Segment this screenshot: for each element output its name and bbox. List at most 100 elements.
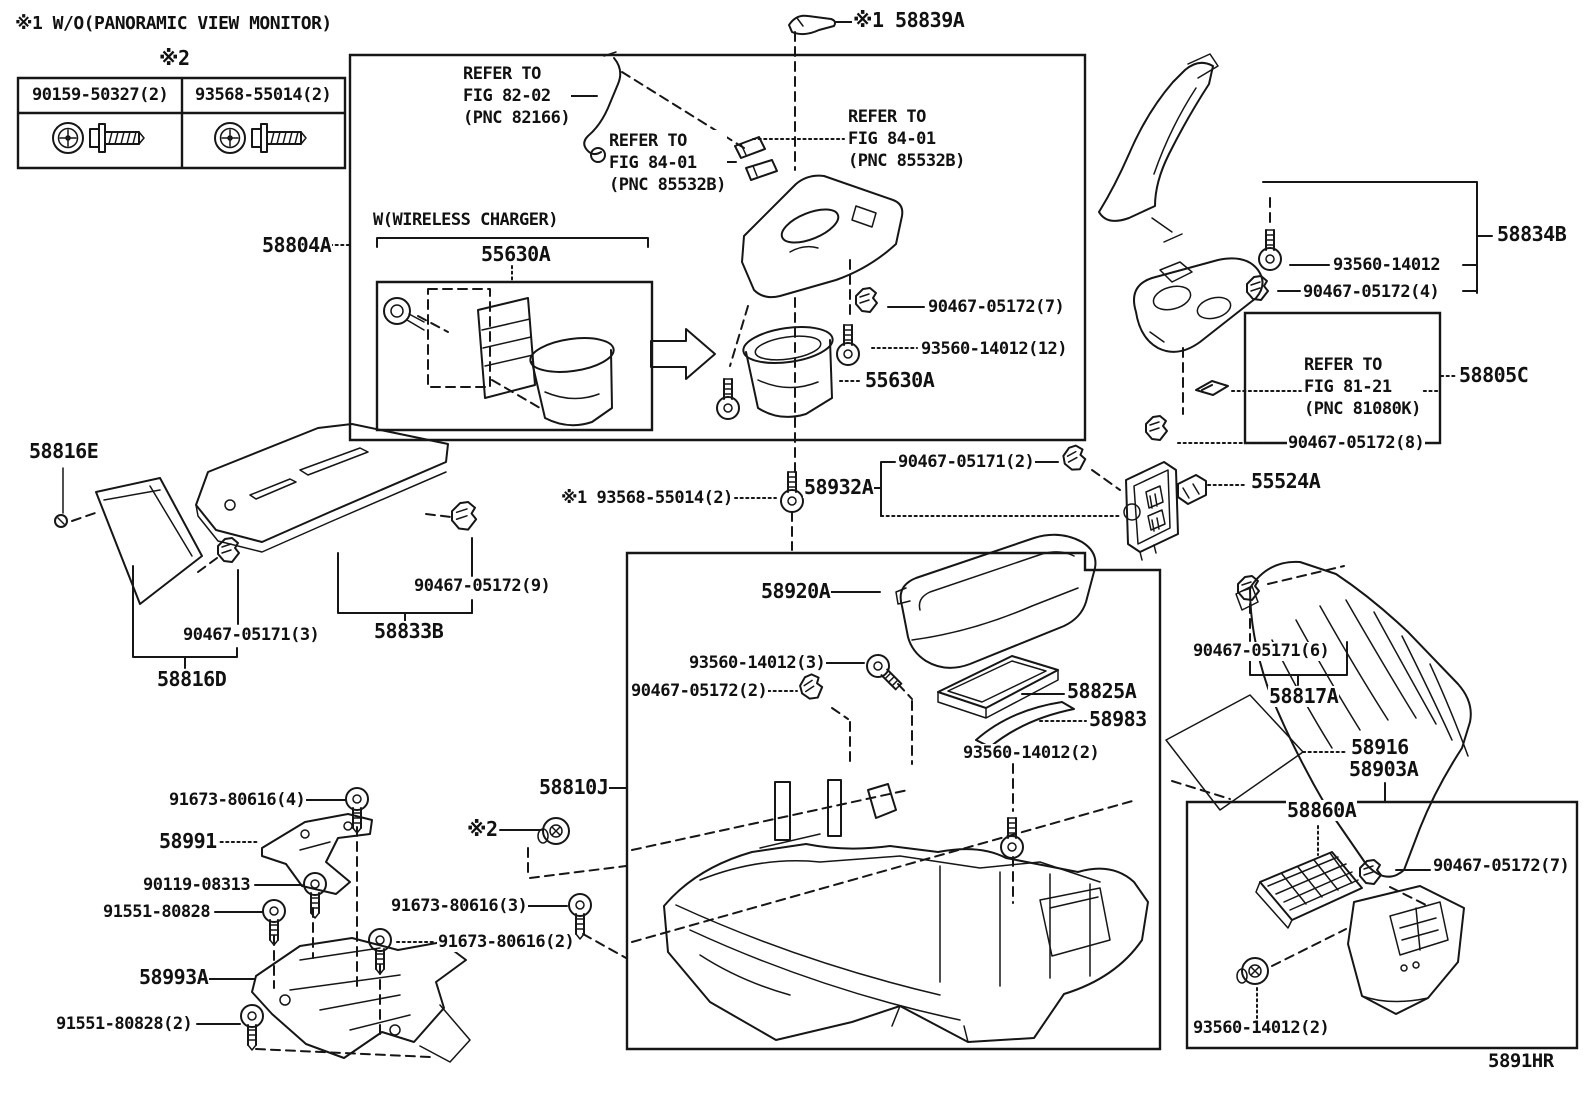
console-58810J-box: [627, 553, 1160, 1049]
cupholder-58805C: [1134, 258, 1263, 351]
screw-head-icon: [52, 122, 84, 154]
part-label-90467-05172-7b: 90467-05172(7): [1432, 856, 1571, 876]
part-label-90467-05171-6: 90467-05171(6): [1192, 641, 1331, 661]
table-cell-93568-55014: 93568-55014(2): [194, 85, 333, 105]
part-label-55524A: 55524A: [1250, 469, 1322, 493]
part-label-58839A: ※1 58839A: [852, 8, 966, 32]
part-label-58903A: 58903A: [1348, 757, 1420, 781]
clip-58839A: [789, 16, 835, 34]
screw-93560-14012-3: [861, 649, 908, 696]
screw-93560-14012-12: [836, 324, 860, 366]
screw-head-icon: [214, 122, 246, 154]
part-label-93568-55014-2: ※1 93568-55014(2): [560, 488, 734, 508]
part-label-58916: 58916: [1350, 735, 1410, 759]
screw-93560-14012-2b: [1236, 957, 1269, 985]
table-cell-90159-50327: 90159-50327(2): [31, 85, 170, 105]
screw-93560-14012-2a: [1000, 817, 1024, 859]
part-label-93560-14012-12: 93560-14012(12): [920, 339, 1069, 359]
clip-90467-05172-7: [855, 287, 878, 313]
part-label-90467-05172-9: 90467-05172(9): [413, 576, 552, 596]
screw-91551-80828-2: [240, 1004, 264, 1051]
sheet-58916: [1166, 695, 1303, 810]
cupholder-55630A: [741, 322, 835, 417]
clip-fig-81-21: [1196, 381, 1228, 395]
part-label-58810J: 58810J: [538, 775, 610, 799]
part-label-93560-14012-2b: 93560-14012(2): [1192, 1018, 1331, 1038]
part-label-55630A-top: 55630A: [480, 242, 552, 266]
part-label-90467-05172-7: 90467-05172(7): [927, 297, 1066, 317]
part-label-58817A: 58817A: [1268, 684, 1340, 708]
part-label-93560-14012-3: 93560-14012(3): [688, 653, 827, 673]
part-label-58805C: 58805C: [1458, 363, 1530, 387]
rear-trim-58834B: [1099, 54, 1218, 242]
part-label-58920A: 58920A: [760, 579, 832, 603]
part-label-90467-05172-2: 90467-05172(2): [630, 681, 769, 701]
wireless-charger-bracket: [377, 238, 648, 247]
wireless-charger-parts: [384, 298, 616, 425]
part-label-58860A: 58860A: [1286, 798, 1358, 822]
part-label-93560-14012-2a: 93560-14012(2): [962, 743, 1101, 763]
part-label-90467-05171-3: 90467-05171(3): [182, 625, 321, 645]
rear-panel-58903A-box: [1187, 802, 1577, 1048]
part-label-58825A: 58825A: [1066, 679, 1138, 703]
part-label-93560-14012: 93560-14012: [1332, 255, 1442, 275]
upper-console-box: [350, 55, 1085, 440]
clip-90467-05172-2: [797, 671, 826, 703]
clip-90467-05171-2: [1061, 443, 1088, 473]
pin-58816E: [55, 515, 67, 527]
cable-82166: [584, 52, 620, 162]
refer-note-fig-81-21: REFER TO FIG 81-21 (PNC 81080K): [1303, 354, 1422, 420]
part-label-90119-08313: 90119-08313: [142, 875, 252, 895]
trim-panel-58817A: [1236, 562, 1471, 877]
screw-small: [716, 378, 740, 420]
refer-note-fig-84-01-left: REFER TO FIG 84-01 (PNC 85532B): [608, 130, 727, 196]
part-label-58993A: 58993A: [138, 965, 210, 989]
screw-93560-14012: [1258, 229, 1282, 271]
part-label-58816D: 58816D: [156, 667, 228, 691]
usb-parts: [735, 137, 777, 180]
upper-cover-58804A: [196, 424, 448, 552]
clip-90467-05172-9: [450, 500, 478, 531]
table-header: ※2: [158, 46, 191, 70]
strip-58983: [976, 702, 1074, 747]
part-label-90467-05172-4: 90467-05172(4): [1302, 282, 1441, 302]
part-label-58932A: 58932A: [803, 475, 875, 499]
clip-90467-05171-3: [217, 537, 240, 563]
part-label-58983: 58983: [1088, 707, 1148, 731]
connector-55524A: [1178, 475, 1206, 504]
screw-side-icon: [89, 123, 145, 153]
switch-panel-58932A: [1124, 462, 1178, 560]
part-label-91673-80616-3: 91673-80616(3): [390, 896, 529, 916]
screw-93568-55014: [780, 471, 804, 513]
arrow-icon: [651, 329, 715, 379]
shifter-panel: [742, 176, 902, 297]
screw-90119-08313: [303, 872, 327, 919]
x2-callout: ※2: [466, 817, 499, 841]
part-label-90467-05172-8: 90467-05172(8): [1287, 433, 1426, 453]
top-note: ※1 W/O(PANORAMIC VIEW MONITOR): [15, 13, 332, 34]
diagram-code: 5891HR: [1487, 1050, 1555, 1072]
clip-90467-05172-7b: [1359, 859, 1382, 885]
part-label-58816E: 58816E: [28, 439, 100, 463]
rear-end-panel: [1348, 886, 1464, 1014]
part-label-58833B: 58833B: [373, 619, 445, 643]
bracket-58993A: [252, 938, 470, 1062]
part-label-90467-05171-2: 90467-05171(2): [897, 452, 1036, 472]
part-label-58991: 58991: [158, 829, 218, 853]
part-label-58804A: 58804A: [261, 233, 333, 257]
part-label-91551-80828-2: 91551-80828(2): [55, 1014, 194, 1034]
grille-58860A: [1256, 852, 1362, 928]
bracket-58991: [262, 814, 372, 894]
clip-90467-05172-8: [1145, 415, 1168, 441]
part-label-58834B: 58834B: [1496, 222, 1568, 246]
fastener-table-frame: [18, 78, 345, 168]
part-label-55630A-callout: 55630A: [864, 368, 936, 392]
tray-58825A: [938, 656, 1058, 718]
screw-x2-callout: [537, 817, 570, 845]
console-body-58810J: [664, 780, 1148, 1042]
refer-note-fig-84-01-right: REFER TO FIG 84-01 (PNC 85532B): [847, 106, 966, 172]
part-label-91673-80616-4: 91673-80616(4): [168, 790, 307, 810]
charger-ghost-box: [428, 289, 490, 387]
